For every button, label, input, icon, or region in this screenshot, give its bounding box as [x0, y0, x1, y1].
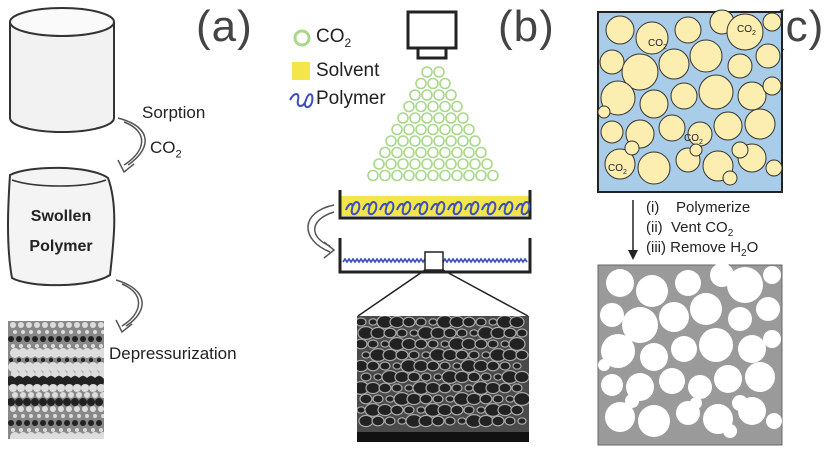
sem-micrograph-image — [357, 316, 529, 442]
polymer-cylinder — [9, 7, 115, 133]
co2-bubble-label: CO2 — [684, 133, 703, 146]
step-polymerize: (i) Polymerize — [646, 199, 751, 216]
co2-bubble-label: CO2 — [648, 38, 667, 51]
swollen-polymer-label: Swollen Polymer — [29, 208, 93, 255]
swollen-polymer-blob — [7, 166, 116, 287]
process-arrow — [628, 200, 638, 260]
solvent-square-icon — [292, 62, 310, 80]
depressurization-label: Depressurization — [109, 344, 237, 363]
transfer-curved-arrow — [307, 204, 336, 259]
co2-circle-icon — [293, 29, 311, 47]
co2-bubble-label: CO2 — [608, 163, 627, 176]
panel-b-label: (b) — [498, 2, 555, 51]
co2-spray-triangle — [367, 66, 499, 182]
porous-square — [597, 263, 783, 446]
step-vent-co2: (ii) Vent CO2 — [646, 219, 734, 239]
sorption-co2-label: CO2 — [150, 138, 182, 161]
sorption-label: Sorption — [142, 103, 206, 122]
polymer-coil-icon — [289, 93, 314, 108]
sorption-curved-arrow — [117, 117, 146, 174]
step-remove-h2o: (iii) Remove H2O — [646, 239, 759, 259]
panel-a-label: (a) — [196, 2, 253, 51]
polymer-coils-upper — [345, 201, 531, 216]
legend-co2: CO2 — [316, 26, 352, 50]
foam-micrograph-image — [8, 321, 104, 439]
legend-polymer: Polymer — [316, 88, 386, 109]
depressurization-curved-arrow — [115, 279, 143, 334]
co2-bubble-label: CO2 — [737, 24, 756, 37]
legend-solvent: Solvent — [316, 60, 380, 81]
emulsion-square — [597, 9, 783, 193]
camera-icon — [406, 10, 458, 60]
zoom-indicator — [357, 251, 529, 317]
